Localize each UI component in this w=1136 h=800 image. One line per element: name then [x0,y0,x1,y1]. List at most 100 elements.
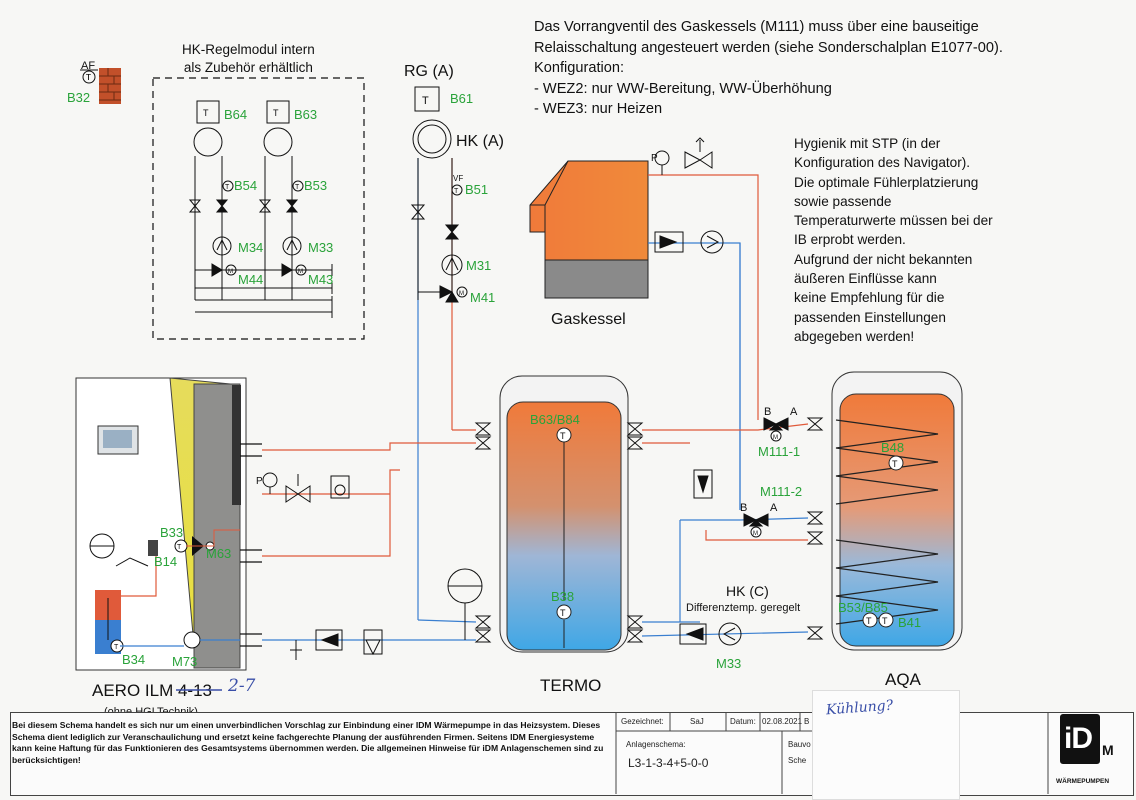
switch-valve-m111-2 [743,513,769,538]
idm-logo: iD M WÄRMEPUMPEN [1056,712,1128,794]
expansion-vessel [447,568,483,640]
outdoor-sensor: T [80,68,121,104]
label-b51: B51 [465,182,488,197]
hk-module-box [152,77,365,340]
note-line: Konfiguration: [534,60,625,76]
logo-block [1060,714,1100,764]
note-line: - WEZ2: nur WW-Bereitung, WW-Überhöhung [534,80,832,97]
label-m34: M34 [238,240,263,255]
sticky-note [812,690,960,800]
hyg-line: Aufgrund der nicht bekannten [794,251,973,267]
label-b41: B41 [898,615,921,630]
termo-valves [474,422,644,643]
hk-c-pump [679,622,742,646]
label-hk-a: HK (A) [456,133,504,150]
label-b64: B64 [224,107,247,122]
hp-safety-group [262,472,350,503]
label-termo: TERMO [540,676,601,695]
module-sensor-glyphs: T T T T M M [203,108,303,275]
hygienic-note: Hygienik mit STP (in der Konfiguration d… [794,134,993,346]
svg-text:M: M [773,435,778,441]
label-m111-1-a: A [790,406,798,418]
label-m33-top: M33 [308,240,333,255]
label-b32: B32 [67,90,90,105]
hyg-line: Temperaturwerte müssen bei der [794,213,993,229]
hyg-line: Konfiguration des Navigator). [794,155,971,171]
svg-text:M: M [228,269,233,275]
label-m41: M41 [470,290,495,305]
hyg-line: Hygienik mit STP (in der [794,136,941,151]
label-m31: M31 [466,258,491,273]
logo-text: iD [1064,722,1093,755]
hk-a-circuit [410,86,468,620]
note-line: Relaisschaltung angesteuert werden (sieh… [534,39,1003,56]
vertical-check-valve [693,469,713,499]
gas-boiler [529,160,649,299]
svg-text:T: T [273,108,279,118]
label-b34: B34 [122,652,145,667]
hyg-line: passenden Einstellungen [794,309,946,325]
label-hk-c: HK (C) [726,583,769,599]
label-af: AF [81,60,95,72]
drawn-by-label: Gezeichnet: [621,717,664,726]
aqa-tank [831,371,963,651]
label-m111-1-b: B [764,406,771,418]
drawn-by-value: SaJ [690,717,704,726]
label-vf: VF [453,174,463,183]
svg-text:T: T [454,188,459,195]
boiler-pump-check [654,230,724,254]
switch-valve-m111-1 [763,417,789,442]
hyg-line: abgegeben werden! [794,328,915,344]
disclaimer-text: Bei diesem Schema handelt es sich nur um… [12,720,604,765]
label-b53-b85: B53/B85 [838,600,888,615]
svg-text:M: M [459,291,464,297]
hk-module-circuits [188,100,333,318]
svg-text:T: T [892,459,898,469]
scheme-label: Anlagenschema: [626,740,686,749]
scheme-value: L3-1-3-4+5-0-0 [628,756,709,770]
label-m63: M63 [206,546,231,561]
svg-text:M: M [298,269,303,275]
svg-text:T: T [225,184,230,191]
svg-text:T: T [86,73,91,82]
label-m73: M73 [172,654,197,669]
date-value: 02.08.2021 [762,717,803,726]
termo-tank [499,375,629,653]
aqa-sensor-glyphs: T T T [866,459,898,626]
hk-a-glyphs: T T M [422,95,464,297]
label-m111-2: M111-2 [760,484,802,499]
priority-valve-note: Das Vorrangventil des Gaskessels (M111) … [534,17,1003,120]
svg-text:T: T [203,108,209,118]
hyg-line: keine Empfehlung für die [794,290,945,306]
note-line: Das Vorrangventil des Gaskessels (M111) … [534,19,979,35]
svg-text:T: T [560,431,566,441]
label-rg: RG (A) [404,63,454,80]
label-b63-top: B63 [294,107,317,122]
hyg-line: sowie passende [794,193,892,209]
label-gaskessel: Gaskessel [551,311,626,328]
hyg-line: äußeren Einflüsse kann [794,271,937,287]
m111-glyphs: M M [753,435,778,537]
label-b54: B54 [234,178,257,193]
label-b61: B61 [450,91,473,106]
svg-text:T: T [560,608,566,618]
svg-text:P: P [256,476,263,487]
hk-module-title-line1: HK-Regelmodul intern [182,42,315,57]
aqa-valves [806,417,824,640]
hp-glyphs: T T [114,544,182,651]
svg-text:T: T [177,544,182,551]
boiler-safety [654,137,713,175]
svg-text:T: T [882,616,888,626]
label-m111-1: M111-1 [758,444,800,459]
label-aero: AERO ILM 4-13 [92,681,212,700]
label-af-t: T [86,73,91,82]
hot-pipes [262,423,809,557]
hk-module-title: HK-Regelmodul intern als Zubehör erhältl… [182,41,315,77]
return-components [290,629,383,660]
note-line: - WEZ3: nur Heizen [534,101,663,117]
svg-text:M: M [753,531,758,537]
label-m44: M44 [238,272,263,287]
heat-pump [75,377,262,671]
